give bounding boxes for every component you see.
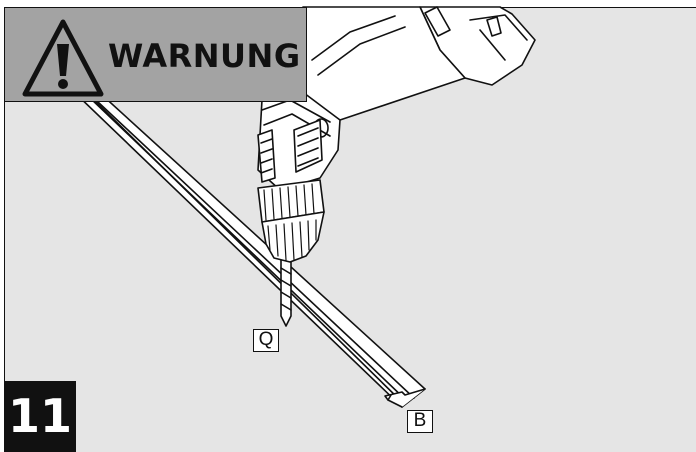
rail-b: [71, 83, 426, 408]
part-label-q: Q: [253, 329, 279, 352]
cordless-drill: [257, 6, 536, 263]
warning-label: WARNUNG: [108, 37, 301, 75]
step-number-badge: 11: [4, 381, 76, 452]
warning-banner: WARNUNG: [4, 7, 307, 102]
part-label-b: B: [407, 410, 433, 433]
drill-bit-q: [280, 257, 292, 327]
warning-triangle-icon: [22, 19, 104, 97]
